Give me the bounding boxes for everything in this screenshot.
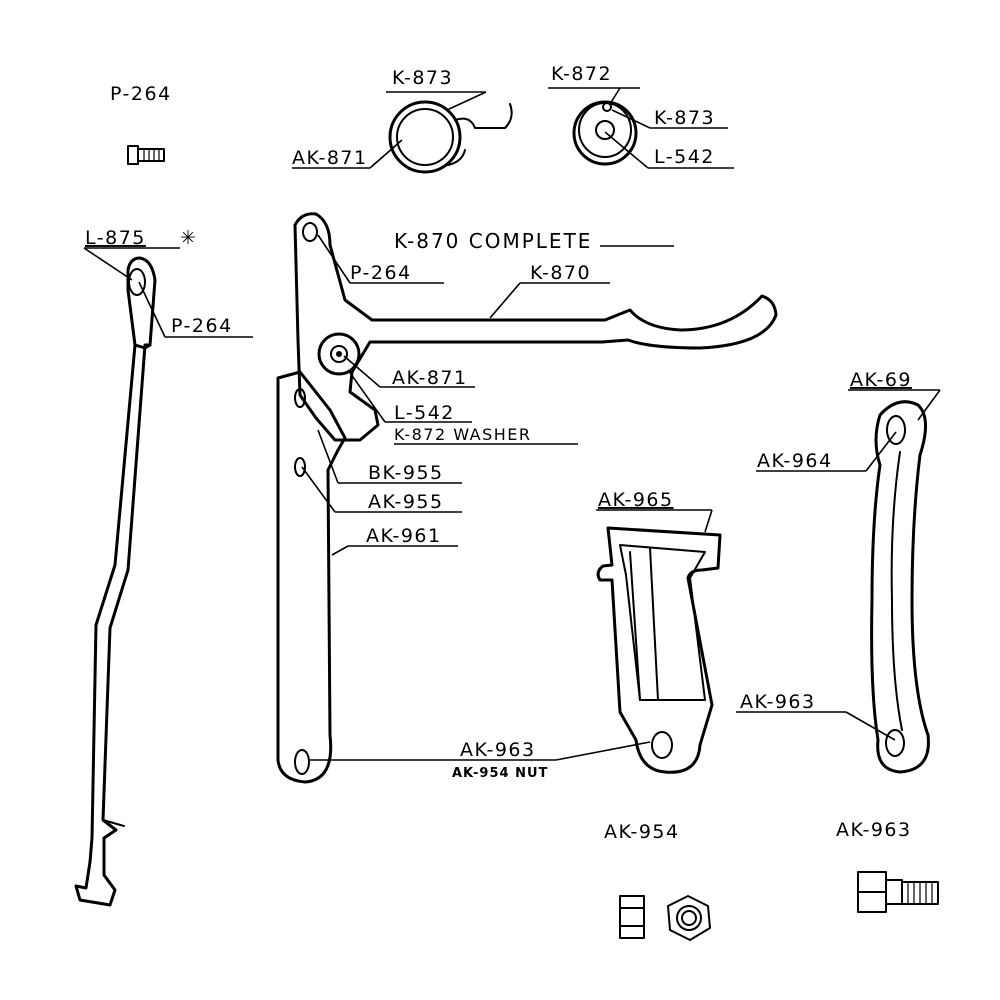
label-l542-washer: L-542	[654, 146, 715, 168]
label-p264-rod: P-264	[171, 315, 233, 337]
l875-rod	[74, 256, 157, 907]
label-k873-spring: K-873	[392, 67, 453, 89]
label-bk955: BK-955	[368, 462, 444, 484]
label-ak963-bolt: AK-963	[836, 819, 912, 841]
ak871-spring	[388, 100, 513, 174]
label-ak954: AK-954	[604, 821, 680, 843]
p264-screw	[127, 145, 165, 165]
label-k873-washer: K-873	[654, 107, 715, 129]
ak69-link	[870, 400, 930, 774]
label-ak871-spring: AK-871	[292, 147, 368, 169]
label-ak964: AK-964	[757, 450, 833, 472]
k870-lever	[293, 212, 778, 442]
label-ak69: AK-69	[850, 369, 912, 391]
label-p264-top: P-264	[110, 83, 172, 105]
label-ak963-link: AK-963	[740, 691, 816, 713]
label-ak961: AK-961	[366, 525, 442, 547]
label-l875-mark: ✳	[180, 227, 197, 249]
k872-washer	[572, 100, 638, 166]
ak954-nut-front	[667, 895, 711, 941]
ak961-plate	[276, 370, 347, 784]
label-l875: L-875	[85, 227, 146, 249]
label-p264-lever: P-264	[350, 262, 412, 284]
label-k870: K-870	[530, 262, 591, 284]
label-ak955: AK-955	[368, 491, 444, 513]
label-ak954-nut: AK-954 NUT	[452, 766, 548, 781]
ak954-nut-side	[619, 895, 645, 939]
ak963-bolt	[857, 871, 939, 913]
label-k872-top: K-872	[551, 63, 612, 85]
label-ak965: AK-965	[598, 489, 674, 511]
label-l542-lever: L-542	[394, 402, 455, 424]
ak965-bracket	[596, 526, 722, 774]
label-k872-washer: K-872 WASHER	[394, 425, 532, 444]
label-ak963-bottom: AK-963	[460, 739, 536, 761]
k870-complete-title: K-870 COMPLETE	[394, 229, 592, 253]
label-ak871-lever: AK-871	[392, 367, 468, 389]
